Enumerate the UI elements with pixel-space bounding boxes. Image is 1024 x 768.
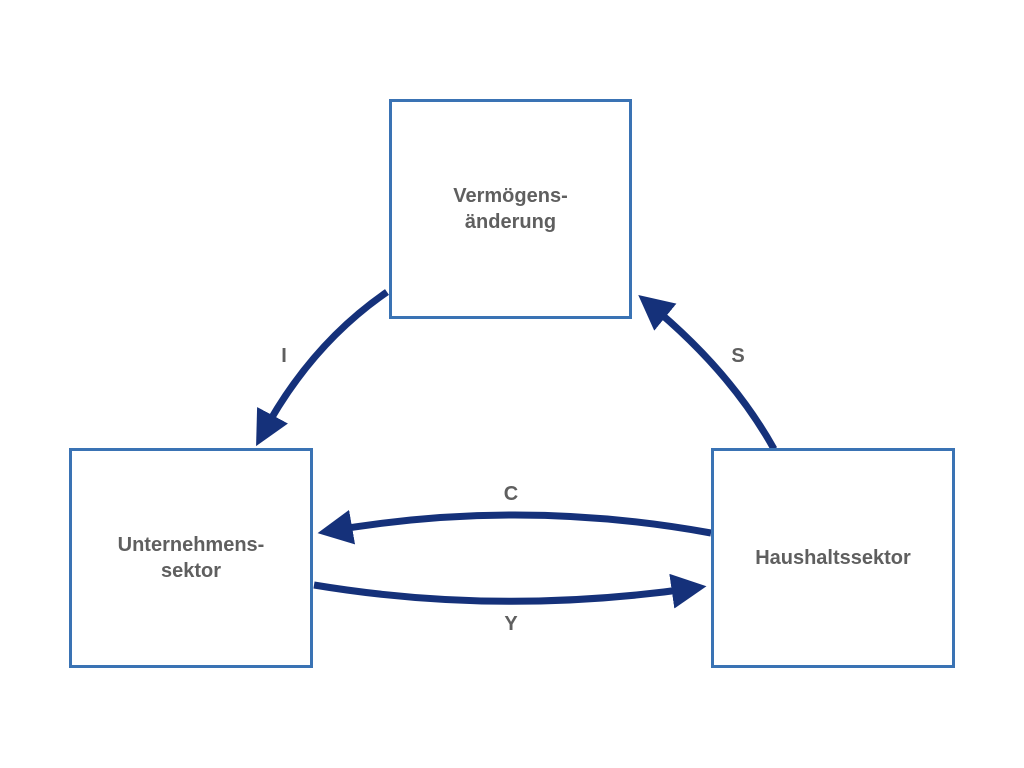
- arrow-s: [638, 295, 778, 451]
- node-vermoegensaenderung-label: Vermögens- änderung: [453, 185, 568, 233]
- arrow-y: [313, 573, 707, 609]
- arrow-i: [256, 289, 389, 447]
- flow-label-s: S: [731, 345, 745, 367]
- node-vermoegensaenderung: Vermögens- änderung: [389, 99, 632, 319]
- flow-label-y: Y: [504, 613, 518, 635]
- node-unternehmenssektor: Unternehmens- sektor: [69, 448, 313, 668]
- arrow-c: [317, 509, 712, 545]
- node-haushaltssektor-label: Haushaltssektor: [755, 547, 911, 569]
- flow-label-i: I: [281, 345, 287, 367]
- node-unternehmenssektor-label: Unternehmens- sektor: [117, 534, 265, 582]
- node-haushaltssektor: Haushaltssektor: [711, 448, 955, 668]
- flow-label-c: C: [503, 483, 519, 505]
